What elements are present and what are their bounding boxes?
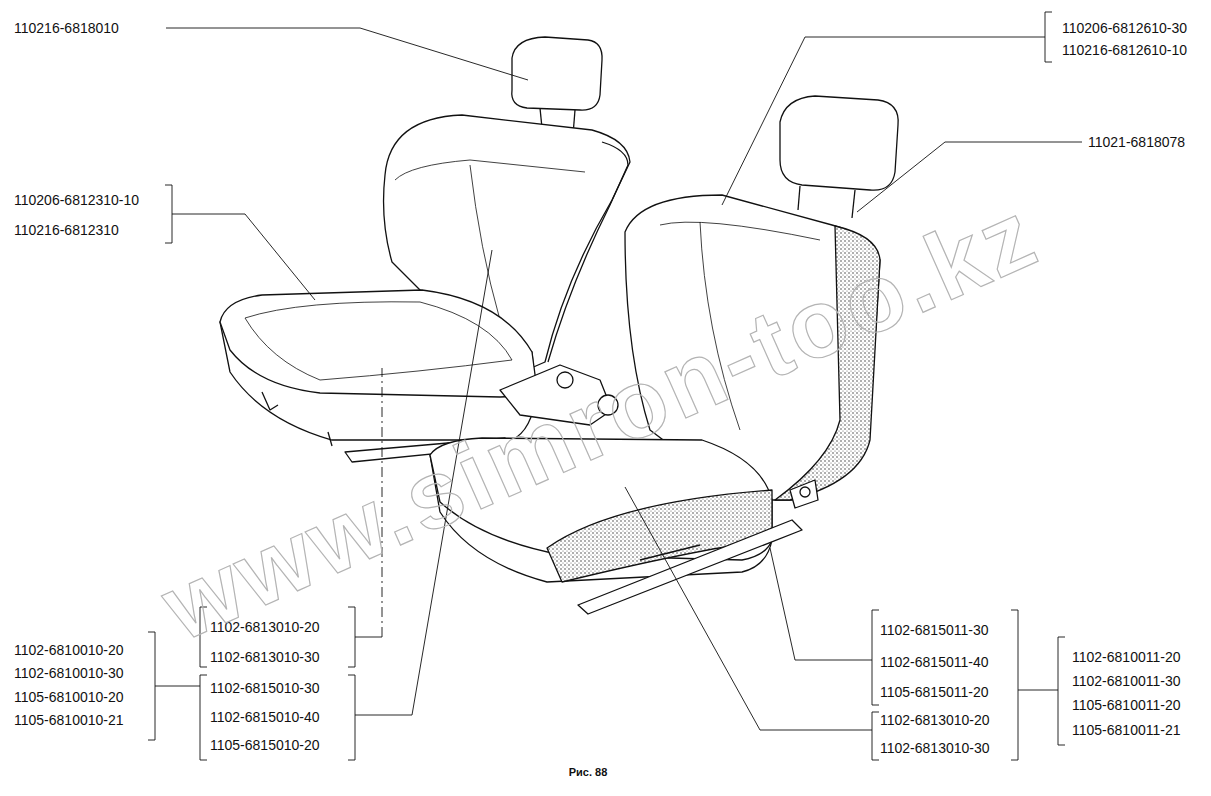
part-number: 1102-6810011-20 xyxy=(1072,649,1180,665)
part-number: 1102-6813010-30 xyxy=(880,740,990,756)
part-number: 1102-6813010-20 xyxy=(880,712,990,728)
part-number: 1105-6815011-20 xyxy=(880,684,988,700)
part-number: 1102-6815010-30 xyxy=(210,680,320,696)
part-number: 110216-6818010 xyxy=(14,20,119,36)
part-number: 1105-6810011-20 xyxy=(1072,697,1180,713)
part-number: 110206-6812610-30 xyxy=(1062,20,1187,36)
part-number: 110206-6812310-10 xyxy=(14,192,139,208)
figure-caption: Рис. 88 xyxy=(569,766,608,778)
part-number: 1102-6810011-30 xyxy=(1072,673,1180,689)
part-number: 1102-6813010-30 xyxy=(210,649,320,665)
part-number: 1102-6810010-20 xyxy=(14,642,124,658)
part-number: 1102-6810010-30 xyxy=(14,665,124,681)
part-number: 11021-6818078 xyxy=(1088,134,1185,150)
part-number: 1102-6815010-40 xyxy=(210,709,320,725)
part-number: 1102-6815011-40 xyxy=(880,654,988,670)
part-number: 1105-6810010-21 xyxy=(14,712,124,728)
part-number: 110216-6812610-10 xyxy=(1062,42,1187,58)
part-number: 1102-6815011-30 xyxy=(880,622,988,638)
part-number: 110216-6812310 xyxy=(14,222,119,238)
part-number: 1105-6810010-20 xyxy=(14,689,124,705)
part-number: 1105-6815010-20 xyxy=(210,737,320,753)
part-number: 1105-6810011-21 xyxy=(1072,722,1180,738)
